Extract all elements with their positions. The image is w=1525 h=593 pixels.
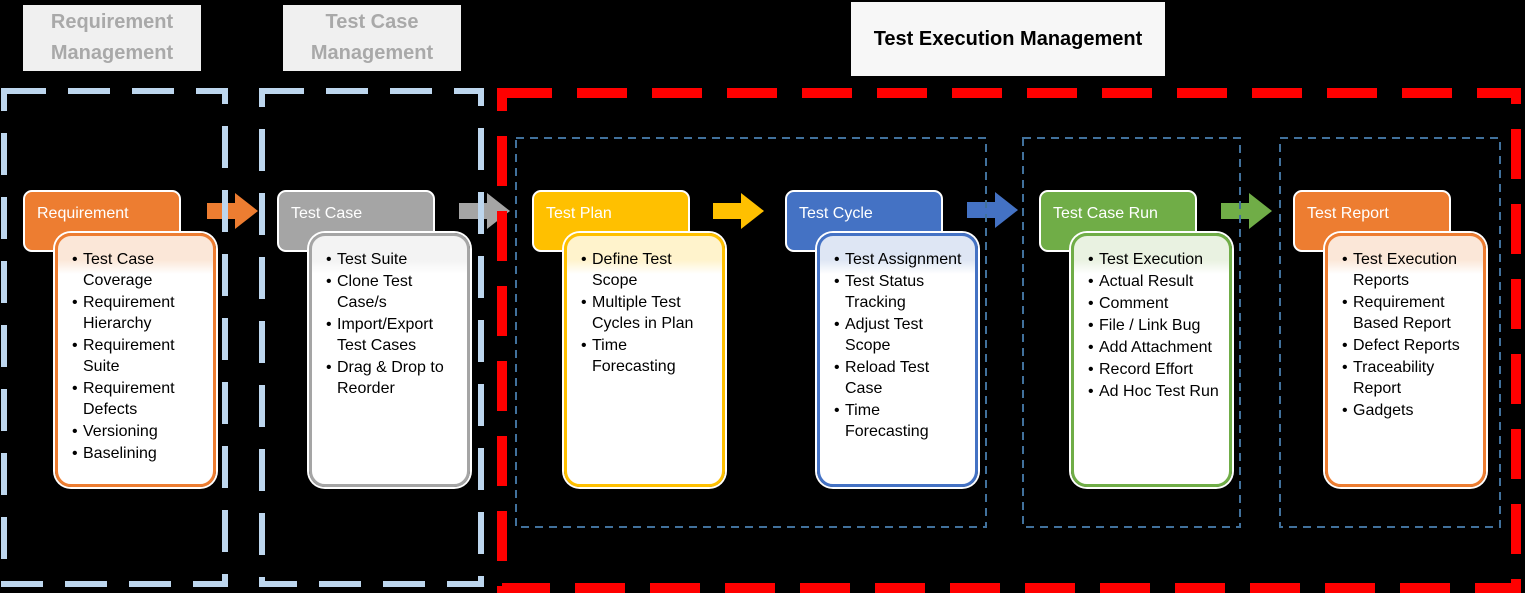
card-test-plan-bullet-list: Define Test Scope Multiple Test Cycles i… [567, 236, 722, 377]
bullet-item: Ad Hoc Test Run [1088, 381, 1221, 402]
bullet-item: Test Suite [326, 249, 459, 270]
bullet-item: Add Attachment [1088, 337, 1221, 358]
card-test-case-run-body: Test Execution Actual Result Comment Fil… [1071, 233, 1232, 487]
bullet-item: Test Execution Reports [1342, 249, 1475, 291]
bullet-item: Requirement Hierarchy [72, 292, 205, 334]
card-requirement: Requirement Test Case Coverage Requireme… [23, 190, 248, 490]
section-title-test-case-management: Test Case Management [283, 5, 461, 71]
arrow-right-icon [967, 192, 1018, 228]
card-test-case-run-bullet-list: Test Execution Actual Result Comment Fil… [1074, 236, 1229, 402]
card-test-case: Test Case Test Suite Clone Test Case/s I… [277, 190, 502, 490]
bullet-item: Defect Reports [1342, 335, 1475, 356]
bullet-item: Multiple Test Cycles in Plan [581, 292, 714, 334]
card-test-plan-body: Define Test Scope Multiple Test Cycles i… [564, 233, 725, 487]
bullet-item: Comment [1088, 293, 1221, 314]
card-test-plan: Test Plan Define Test Scope Multiple Tes… [532, 190, 757, 490]
arrow-right-icon [459, 193, 510, 229]
arrow-right-icon [207, 193, 258, 229]
card-test-report: Test Report Test Execution Reports Requi… [1293, 190, 1518, 490]
bullet-item: Actual Result [1088, 271, 1221, 292]
bullet-item: Baselining [72, 443, 205, 464]
bullet-item: Test Status Tracking [834, 271, 967, 313]
bullet-item: Test Assignment [834, 249, 967, 270]
section-title-requirement-management: Requirement Management [23, 5, 201, 71]
section-title-test-execution-management: Test Execution Management [851, 2, 1165, 76]
card-test-cycle: Test Cycle Test Assignment Test Status T… [785, 190, 1010, 490]
card-test-case-body: Test Suite Clone Test Case/s Import/Expo… [309, 233, 470, 487]
card-test-case-run: Test Case Run Test Execution Actual Resu… [1039, 190, 1264, 490]
arrow-right-icon [713, 193, 764, 229]
bullet-item: Requirement Based Report [1342, 292, 1475, 334]
bullet-item: Test Execution [1088, 249, 1221, 270]
card-requirement-bullet-list: Test Case Coverage Requirement Hierarchy… [58, 236, 213, 464]
bullet-item: Requirement Defects [72, 378, 205, 420]
bullet-item: Record Effort [1088, 359, 1221, 380]
bullet-item: Test Case Coverage [72, 249, 205, 291]
bullet-item: File / Link Bug [1088, 315, 1221, 336]
card-test-cycle-body: Test Assignment Test Status Tracking Adj… [817, 233, 978, 487]
card-requirement-body: Test Case Coverage Requirement Hierarchy… [55, 233, 216, 487]
arrow-right-icon [1221, 193, 1272, 229]
bullet-item: Reload Test Case [834, 357, 967, 399]
bullet-item: Adjust Test Scope [834, 314, 967, 356]
bullet-item: Import/Export Test Cases [326, 314, 459, 356]
bullet-item: Define Test Scope [581, 249, 714, 291]
card-test-cycle-bullet-list: Test Assignment Test Status Tracking Adj… [820, 236, 975, 442]
bullet-item: Gadgets [1342, 400, 1475, 421]
bullet-item: Versioning [72, 421, 205, 442]
bullet-item: Time Forecasting [581, 335, 714, 377]
bullet-item: Time Forecasting [834, 400, 967, 442]
bullet-item: Clone Test Case/s [326, 271, 459, 313]
bullet-item: Traceability Report [1342, 357, 1475, 399]
card-test-case-bullet-list: Test Suite Clone Test Case/s Import/Expo… [312, 236, 467, 399]
bullet-item: Drag & Drop to Reorder [326, 357, 459, 399]
card-test-report-body: Test Execution Reports Requirement Based… [1325, 233, 1486, 487]
card-test-report-bullet-list: Test Execution Reports Requirement Based… [1328, 236, 1483, 421]
bullet-item: Requirement Suite [72, 335, 205, 377]
